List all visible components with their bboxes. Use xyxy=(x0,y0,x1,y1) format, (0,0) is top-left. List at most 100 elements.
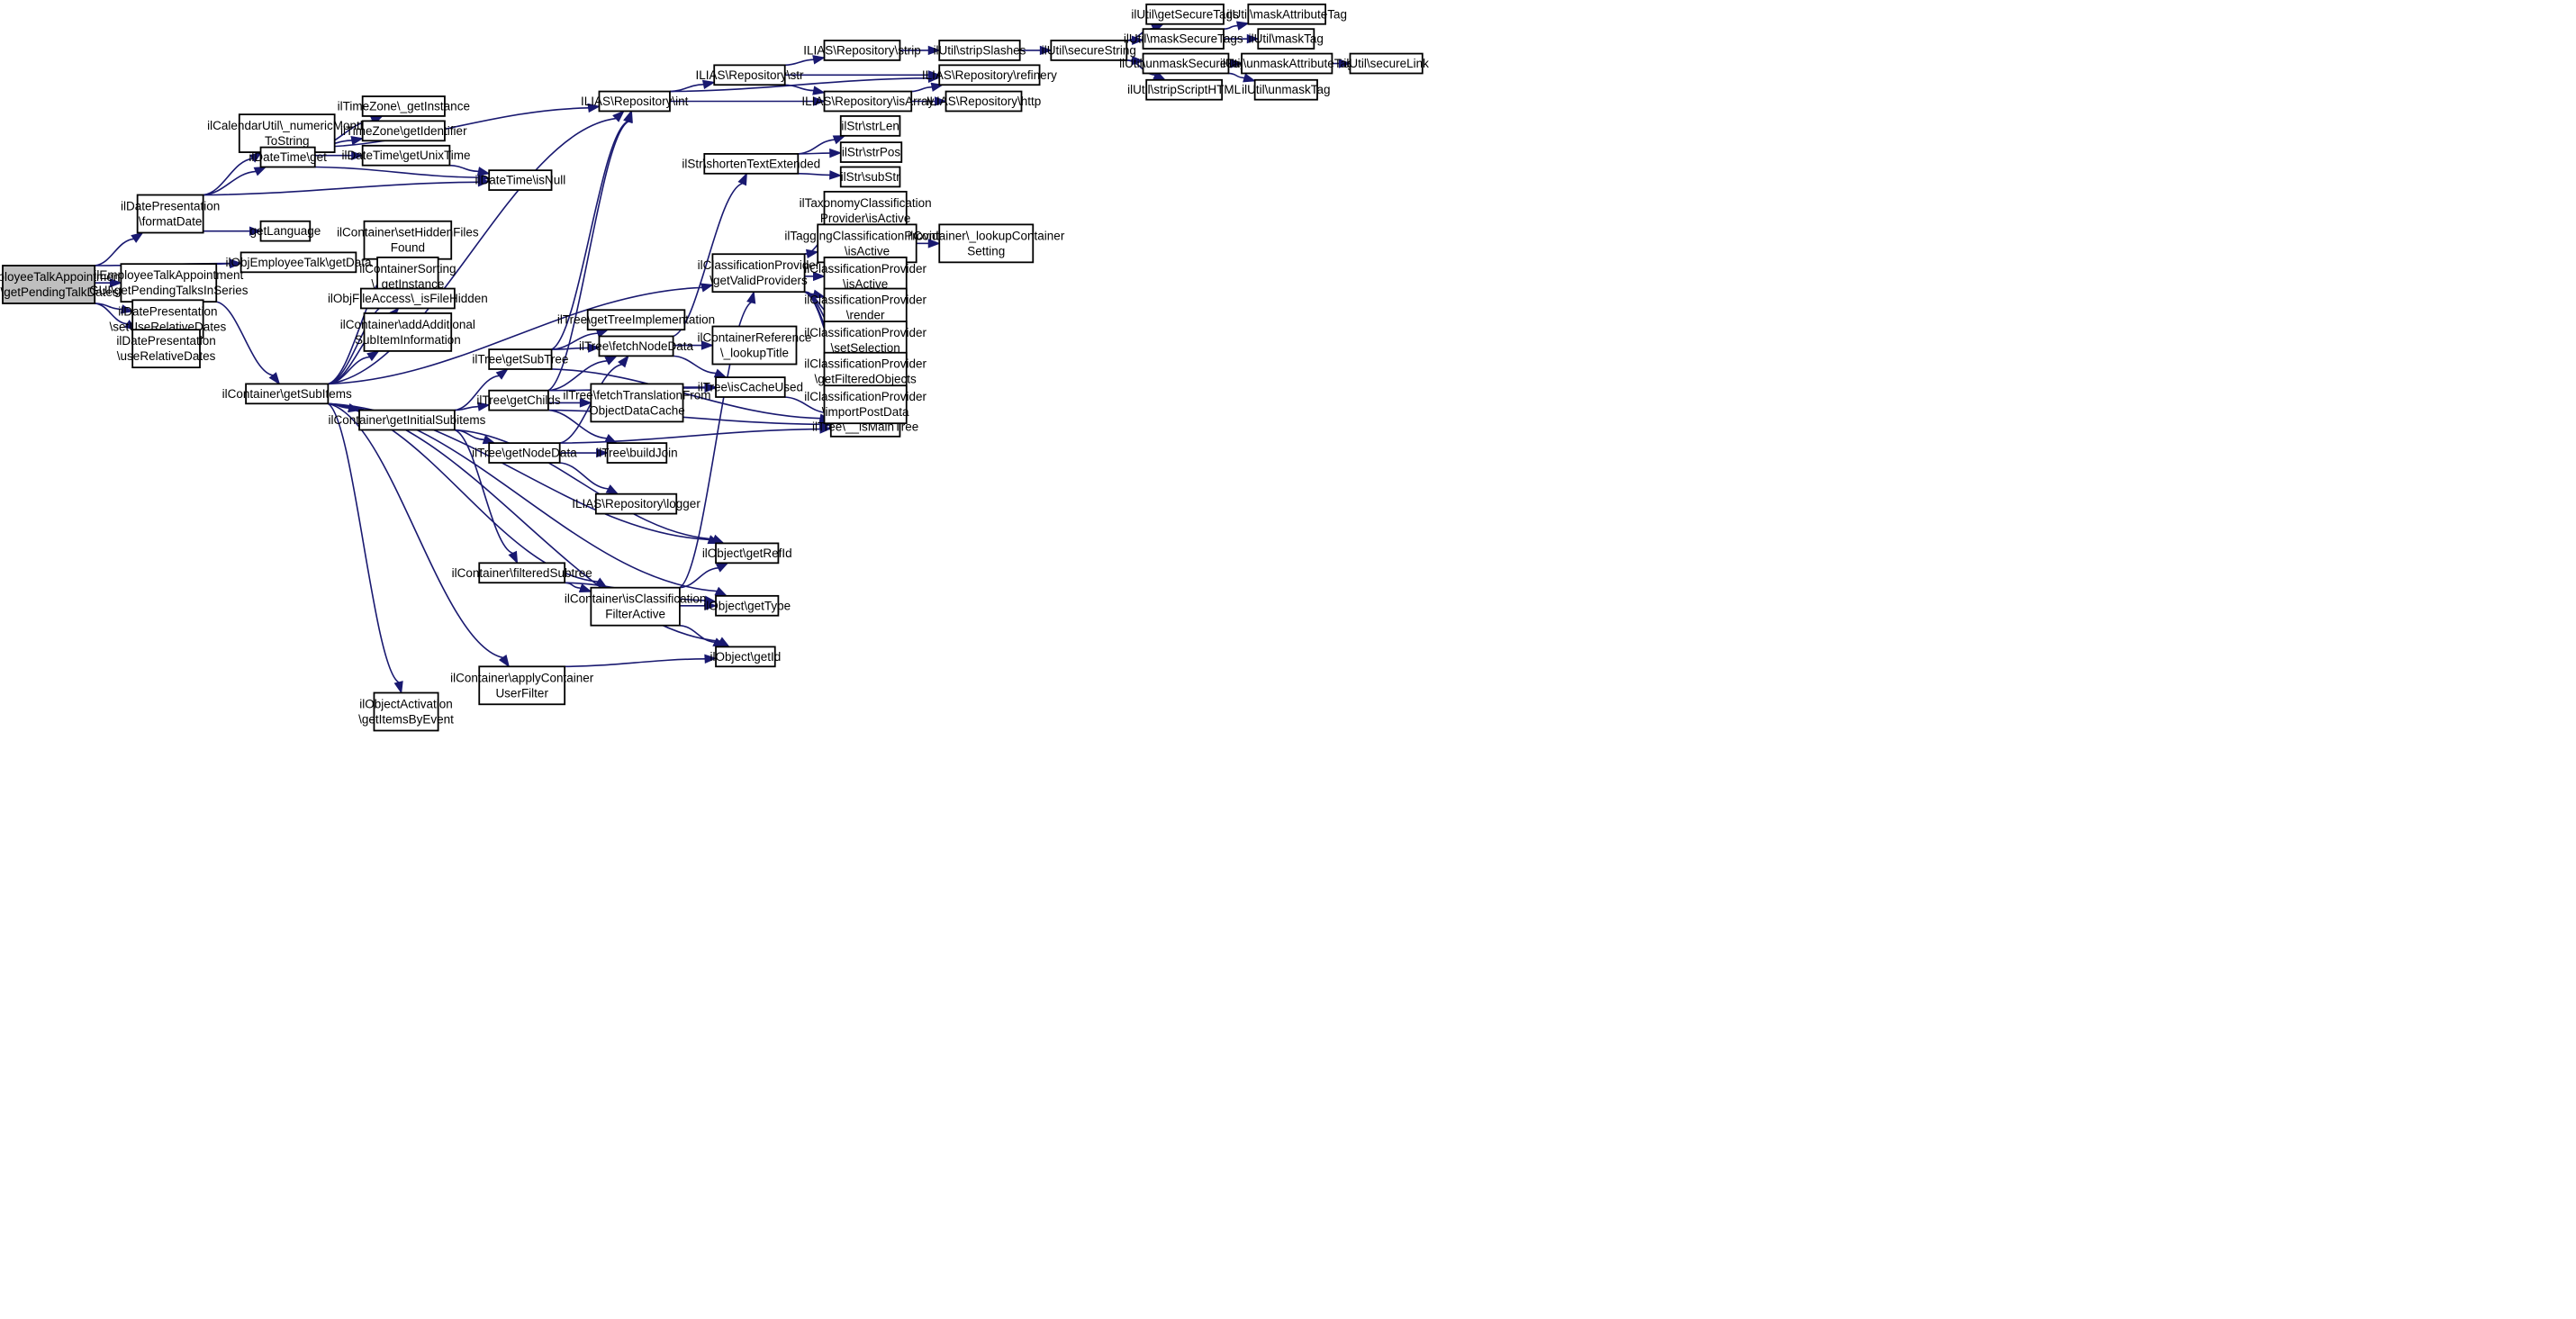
node-utilStrip[interactable]: ilUtil\stripSlashes xyxy=(934,40,1026,61)
node-utilMaskTag[interactable]: ilUtil\maskTag xyxy=(1249,28,1324,50)
call-edge-clsProv-to-cpActive xyxy=(804,271,826,282)
node-repoLogger[interactable]: ILIAS\Repository\logger xyxy=(572,492,700,515)
node-subStr[interactable]: ilStr\subStr xyxy=(839,166,901,188)
node-contInit[interactable]: ilContainer\getInitialSubitems xyxy=(329,409,486,431)
node-label: ilTree\fetchTranslationFrom xyxy=(563,388,710,402)
node-repoHttp[interactable]: ILIAS\Repository\http xyxy=(926,90,1042,113)
node-objRef[interactable]: ilObject\getRefId xyxy=(702,542,792,565)
node-label: ilContainer\getSubItems xyxy=(222,387,352,401)
node-objType[interactable]: ilObject\getType xyxy=(703,594,791,617)
node-root[interactable]: ilEmployeeTalkAppointmentGUI\getPendingT… xyxy=(0,265,123,304)
node-tzInst[interactable]: ilTimeZone\_getInstance xyxy=(338,95,470,117)
node-box xyxy=(1145,78,1224,101)
node-contSorting[interactable]: ilContainerSorting\_getInstance xyxy=(359,256,456,296)
node-treeCache[interactable]: ilTree\isCacheUsed xyxy=(698,376,803,398)
node-dpUse[interactable]: ilDatePresentation\useRelativeDates xyxy=(116,329,216,369)
node-label: ILIAS\Repository\int xyxy=(581,95,689,108)
node-label: ObjectDataCache xyxy=(589,403,685,417)
node-treeNode[interactable]: ilTree\getNodeData xyxy=(472,442,577,464)
node-treeChilds[interactable]: ilTree\getChilds xyxy=(476,389,561,411)
node-treeTrans[interactable]: ilTree\fetchTranslationFromObjectDataCac… xyxy=(563,383,710,423)
node-objAct[interactable]: ilObjectActivation\getItemsByEvent xyxy=(358,691,454,732)
node-tagProv[interactable]: ilTaggingClassificationProvider\isActive xyxy=(784,223,950,264)
node-contRefLookup[interactable]: ilContainerReference\_lookupTitle xyxy=(698,325,812,366)
node-box xyxy=(703,152,800,175)
node-taxProv[interactable]: ilTaxonomyClassificationProvider\isActiv… xyxy=(800,190,932,230)
node-tzId[interactable]: ilTimeZone\getIdentifier xyxy=(340,120,467,142)
node-utilGetSec[interactable]: ilUtil\getSecureTags xyxy=(1131,3,1239,25)
node-label: ilObject\getType xyxy=(703,599,791,612)
node-dpFormat[interactable]: ilDatePresentation\formatDate xyxy=(121,194,220,234)
node-treeFetch[interactable]: ilTree\fetchNodeData xyxy=(579,335,694,357)
node-utilSecureLink[interactable]: ilUtil\secureLink xyxy=(1343,52,1429,75)
node-box xyxy=(361,120,446,142)
node-box xyxy=(361,95,446,117)
node-repoInt[interactable]: ILIAS\Repository\int xyxy=(581,90,689,113)
node-objGetData[interactable]: ilObjEmployeeTalk\getData xyxy=(225,251,372,274)
node-utilMaskAttr[interactable]: ilUtil\maskAttributeTag xyxy=(1226,3,1347,25)
node-dtGet[interactable]: ilDateTime\get xyxy=(249,146,327,168)
node-treeJoin[interactable]: ilTree\buildJoin xyxy=(596,442,678,464)
node-box xyxy=(839,141,903,163)
node-utilStripScript[interactable]: ilUtil\stripScriptHTML xyxy=(1127,78,1242,101)
node-label: ilStr\strLen xyxy=(841,119,899,132)
node-repoStr[interactable]: ILIAS\Repository\str xyxy=(695,64,804,86)
node-contFilt[interactable]: ilContainer\filteredSubtree xyxy=(452,562,592,584)
node-contSubItems[interactable]: ilContainer\getSubItems xyxy=(222,383,352,405)
node-treeSub[interactable]: ilTree\getSubTree xyxy=(472,348,568,370)
node-utilUnmaskTag[interactable]: ilUtil\unmaskTag xyxy=(1242,78,1330,101)
node-label: ilClassificationProvider xyxy=(804,262,926,276)
node-repoRef[interactable]: ILIAS\Repository\refinery xyxy=(922,64,1057,86)
node-dtUnix[interactable]: ilDateTime\getUnixTime xyxy=(342,144,471,167)
node-objId[interactable]: ilObject\getId xyxy=(710,646,782,668)
node-pendingSeries[interactable]: ilEmployeeTalkAppointmentGUI\getPendingT… xyxy=(89,263,249,303)
node-utilMaskSec[interactable]: ilUtil\maskSecureTags xyxy=(1124,28,1243,50)
node-label: \importPostData xyxy=(822,405,909,419)
call-edge-treeNode-to-repoLogger xyxy=(559,462,619,495)
node-label: ToString xyxy=(265,134,310,148)
node-label: Found xyxy=(391,241,425,255)
call-edge-utilUnmaskSec-to-utilUnmaskTag xyxy=(1228,72,1257,83)
node-utilSecure[interactable]: ilUtil\secureString xyxy=(1042,40,1136,61)
node-clsProv[interactable]: ilClassificationProvider\getValidProvide… xyxy=(698,253,820,294)
node-dtNull[interactable]: ilDateTime\isNull xyxy=(475,169,565,191)
node-label: GUI\getPendingTalkDates xyxy=(0,285,119,299)
call-edge-contSubItems-to-objAct xyxy=(327,402,403,694)
node-label: ilDatePresentation xyxy=(121,200,220,213)
node-box xyxy=(590,586,681,627)
node-box xyxy=(839,166,901,188)
node-repoStrip[interactable]: ILIAS\Repository\strip xyxy=(803,40,921,61)
node-repoArr[interactable]: ILIAS\Repository\isArray xyxy=(801,90,935,113)
node-label: ilContainer\setHiddenFiles xyxy=(337,226,479,239)
call-edge-contSubItems-to-contApply xyxy=(328,402,511,668)
node-label: ilUtil\getSecureTags xyxy=(1131,7,1239,21)
node-label: GUI\getPendingTalksInSeries xyxy=(89,284,249,297)
node-label: ilTree\getChilds xyxy=(476,393,561,407)
node-utilUnmaskAttr[interactable]: ilUtil\unmaskAttributeTag xyxy=(1220,52,1354,75)
node-cpImport[interactable]: ilClassificationProvider\importPostData xyxy=(804,384,927,425)
node-fileAccess[interactable]: ilObjFileAccess\_isFileHidden xyxy=(328,287,488,310)
node-label: ILIAS\Repository\strip xyxy=(803,43,921,57)
node-getLanguage[interactable]: getLanguage xyxy=(249,220,321,242)
node-cpFilt[interactable]: ilClassificationProvider\getFilteredObje… xyxy=(804,351,927,392)
node-label: ilTree\buildJoin xyxy=(596,447,677,460)
node-label: \_lookupTitle xyxy=(720,347,789,360)
node-contAddInfo[interactable]: ilContainer\addAdditionalSubItemInformat… xyxy=(340,312,475,352)
node-box xyxy=(938,40,1021,61)
call-edge-dpFormat-to-getLanguage xyxy=(203,226,262,236)
node-label: Provider\isActive xyxy=(820,212,911,225)
node-label: ilDatePresentation xyxy=(116,334,215,348)
node-utilUnmaskSec[interactable]: ilUtil\unmaskSecureTags xyxy=(1119,52,1252,75)
node-treeImpl[interactable]: ilTree\getTreeImplementation xyxy=(557,309,715,331)
node-strLen[interactable]: ilStr\strLen xyxy=(839,115,901,137)
node-strShorten[interactable]: ilStr\shortenTextExtended xyxy=(682,152,820,175)
node-label: ilUtil\unmaskAttributeTag xyxy=(1220,57,1354,70)
node-strPos[interactable]: ilStr\strPos xyxy=(839,141,903,163)
node-label: ilTimeZone\getIdentifier xyxy=(340,124,467,138)
node-box xyxy=(598,335,674,357)
